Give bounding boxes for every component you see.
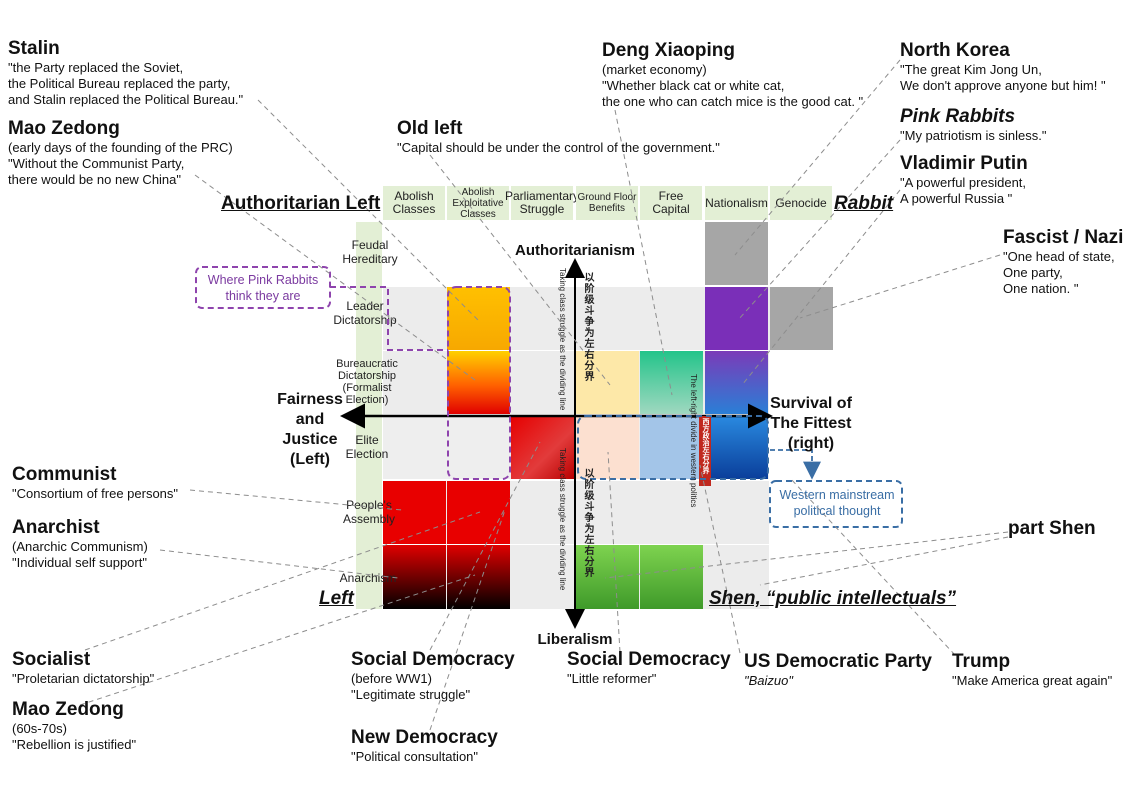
col-header-abolish-classes: Abolish Classes xyxy=(383,186,446,220)
annotation-quote: (Anarchic Communism) "Individual self su… xyxy=(12,539,148,570)
annotation-title: Social Democracy xyxy=(567,649,731,670)
annotation-quote: "A powerful president, A powerful Russia… xyxy=(900,175,1027,206)
annotation-title: Anarchist xyxy=(12,517,100,538)
annotation-new-democracy: New Democracy "Political consultation" xyxy=(351,727,498,765)
annotation-quote: "One head of state, One party, One natio… xyxy=(1003,249,1115,296)
annotation-us-dem: US Democratic Party "Baizuo" xyxy=(744,651,932,689)
annotation-title: Old left xyxy=(397,118,463,139)
vertical-english-lower: Taking class struggle as the dividing li… xyxy=(558,448,567,591)
annotation-title: Socialist xyxy=(12,649,91,670)
cell-bureau-free-capital xyxy=(640,351,703,414)
col-header-genocide: Genocide xyxy=(770,186,833,220)
western-mainstream-callout-text: Western mainstream political thought xyxy=(779,488,895,518)
annotation-social-dem: Social Democracy "Little reformer" xyxy=(567,649,731,687)
col-header-ground-floor: Ground Floor Benefits xyxy=(576,186,639,220)
annotation-title: Mao Zedong xyxy=(8,118,120,139)
annotation-old-left: Old left "Capital should be under the co… xyxy=(397,118,720,156)
cell-leader-abolish-exploitative xyxy=(447,287,510,350)
western-divide-chinese: 西方政治左右分界 xyxy=(702,418,709,474)
cell-elite-free-capital xyxy=(640,416,703,479)
col-header-nationalism: Nationalism xyxy=(705,186,769,220)
col-header-abolish-exploitative: Abolish Exploitative Classes xyxy=(447,186,510,220)
annotation-pink-rabbits: Pink Rabbits "My patriotism is sinless." xyxy=(900,106,1046,144)
annotation-quote: (before WW1) "Legitimate struggle" xyxy=(351,671,471,702)
annotation-quote: "Make America great again" xyxy=(952,673,1113,688)
annotation-title: Stalin xyxy=(8,38,60,59)
annotation-title: North Korea xyxy=(900,40,1010,61)
cell-anarchism-free-capital xyxy=(640,545,703,609)
corner-left: Left xyxy=(319,588,354,609)
cell-leader-nationalism xyxy=(705,287,768,350)
annotation-fascist: Fascist / Nazi "One head of state, One p… xyxy=(1003,227,1123,297)
annotation-mao-late: Mao Zedong (60s-70s) "Rebellion is justi… xyxy=(12,699,136,753)
row-label-leader: Leader Dictatorship xyxy=(333,299,397,327)
annotation-quote: (early days of the founding of the PRC) … xyxy=(8,140,233,187)
annotation-anarchist: Anarchist (Anarchic Communism) "Individu… xyxy=(12,517,148,571)
corner-shen: Shen, “public intellectuals” xyxy=(709,588,957,609)
annotation-north-korea: North Korea "The great Kim Jong Un, We d… xyxy=(900,40,1106,94)
cell-anarchism-ground-floor xyxy=(576,545,639,609)
annotation-quote: (market economy) "Whether black cat or w… xyxy=(602,62,864,109)
annotation-title: Mao Zedong xyxy=(12,699,124,720)
annotation-quote: "The great Kim Jong Un, We don't approve… xyxy=(900,62,1106,93)
vertical-chinese-lower: 以阶级斗争为左右分界 xyxy=(582,468,593,578)
annotation-deng: Deng Xiaoping (market economy) "Whether … xyxy=(602,40,863,110)
annotation-title: Fascist / Nazi xyxy=(1003,227,1124,248)
cell-bureau-abolish-exploitative xyxy=(447,351,510,414)
axis-label-liberalism: Liberalism xyxy=(537,631,613,648)
annotation-title: Trump xyxy=(952,651,1011,672)
annotation-quote: (60s-70s) "Rebellion is justified" xyxy=(12,721,137,752)
annotation-communist: Communist "Consortium of free persons" xyxy=(12,464,178,502)
row-label-people: People's Assembly xyxy=(342,498,395,526)
annotation-title: Vladimir Putin xyxy=(900,153,1028,174)
annotation-quote: "Proletarian dictatorship" xyxy=(12,671,155,686)
annotation-socialist: Socialist "Proletarian dictatorship" xyxy=(12,649,154,687)
col-header-parliamentary: Parliamentary Struggle xyxy=(505,186,579,220)
annotation-title: Communist xyxy=(12,464,117,485)
annotation-quote: "Baizuo" xyxy=(744,673,793,688)
annotation-title: part Shen xyxy=(1008,518,1096,539)
annotation-quote: "Consortium of free persons" xyxy=(12,486,179,501)
corner-authoritarian-left: Authoritarian Left xyxy=(221,193,381,214)
annotation-title: New Democracy xyxy=(351,727,498,748)
annotation-trump: Trump "Make America great again" xyxy=(952,651,1112,689)
annotation-quote: "Capital should be under the control of … xyxy=(397,140,720,155)
row-label-feudal: Feudal Hereditary xyxy=(342,238,398,266)
axis-label-right: Survival of The Fittest (right) xyxy=(770,395,852,452)
annotation-quote: "My patriotism is sinless." xyxy=(900,128,1047,143)
annotation-putin: Vladimir Putin "A powerful president, A … xyxy=(900,153,1028,207)
annotation-quote: "Political consultation" xyxy=(351,749,479,764)
cell-leader-genocide xyxy=(770,287,833,350)
corner-rabbit: Rabbit xyxy=(834,193,894,214)
annotation-part-shen: part Shen xyxy=(1008,518,1096,540)
cell-elite-parliamentary xyxy=(511,416,574,479)
annotation-title: Pink Rabbits xyxy=(900,106,1016,127)
western-divide-label: The left-right divide in western politic… xyxy=(689,374,698,508)
row-label-elite: Elite Election xyxy=(345,433,389,461)
annotation-quote: "Little reformer" xyxy=(567,671,657,686)
annotation-stalin: Stalin "the Party replaced the Soviet, t… xyxy=(8,38,243,108)
axis-label-left: Fairness and Justice (Left) xyxy=(277,391,343,468)
annotation-social-dem-ww1: Social Democracy (before WW1) "Legitimat… xyxy=(351,649,515,703)
cell-people-abolish xyxy=(383,481,446,544)
annotation-title: US Democratic Party xyxy=(744,651,932,672)
axis-label-authoritarianism: Authoritarianism xyxy=(514,242,635,259)
western-mainstream-frame xyxy=(577,415,769,480)
col-header-free-capital: Free Capital xyxy=(640,186,703,220)
western-divide-marker xyxy=(699,416,711,486)
pink-rabbit-connector xyxy=(330,286,448,351)
pink-rabbit-callout-text: Where Pink Rabbits think they are xyxy=(207,273,319,303)
vertical-chinese-upper: 以阶级斗争为左右分界 xyxy=(582,272,593,382)
annotation-title: Deng Xiaoping xyxy=(602,40,735,61)
annotation-mao-early: Mao Zedong (early days of the founding o… xyxy=(8,118,233,188)
annotation-title: Social Democracy xyxy=(351,649,515,670)
pink-rabbit-frame xyxy=(447,286,511,480)
annotation-quote: "the Party replaced the Soviet, the Poli… xyxy=(8,60,244,107)
western-connector xyxy=(770,449,821,480)
vertical-english-upper: Taking class struggle as the dividing li… xyxy=(558,268,567,411)
cell-elite-ground-floor xyxy=(576,416,639,479)
row-label-anarchism: Anarchism xyxy=(339,571,397,585)
row-label-bureau: Bureaucratic Dictatorship (Formalist Ele… xyxy=(336,358,398,406)
